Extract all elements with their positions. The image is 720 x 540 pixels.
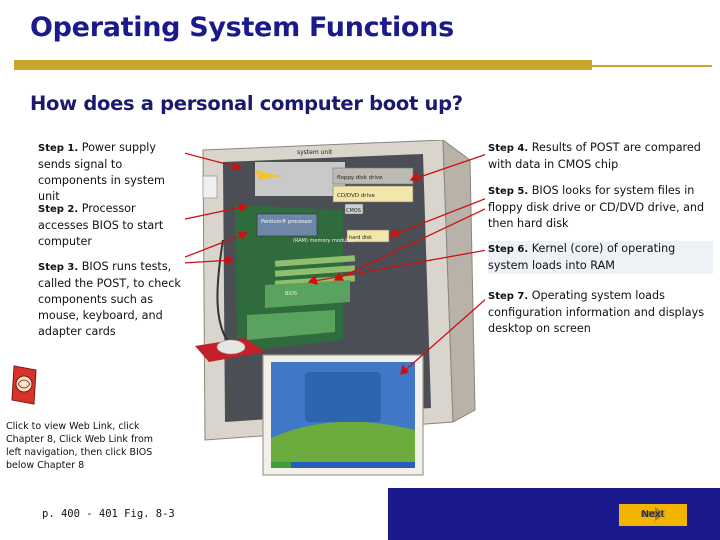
step-7: Step 7. Operating system loads configura… <box>488 289 705 335</box>
label-floppy: floppy disk drive <box>337 175 383 181</box>
step-2: Step 2. Processor accesses BIOS to start… <box>38 202 164 248</box>
next-button[interactable]: Next <box>619 504 687 526</box>
label-system-unit: system unit <box>297 149 333 156</box>
step-5: Step 5. BIOS looks for system files in f… <box>488 184 705 230</box>
label-bios: BIOS <box>285 291 297 297</box>
label-hard-disk: hard disk <box>349 235 372 241</box>
step-1: Step 1. Power supply sends signal to com… <box>38 141 165 203</box>
page-reference: p. 400 - 401 Fig. 8-3 <box>42 508 175 520</box>
web-link-instructions: Click to view Web Link, click Chapter 8,… <box>6 421 154 471</box>
title-rule <box>14 60 592 70</box>
slide-title: Operating System Functions <box>30 12 454 43</box>
next-arrow-icon <box>641 507 665 521</box>
label-cmos: CMOS <box>346 208 361 214</box>
label-processor: Pentium® processor <box>261 218 313 225</box>
step-4: Step 4. Results of POST are compared wit… <box>488 141 701 171</box>
step-3: Step 3. BIOS runs tests, called the POST… <box>38 260 181 338</box>
slide-subtitle: How does a personal computer boot up? <box>30 92 463 115</box>
web-link-icon[interactable] <box>10 364 40 406</box>
step-6: Step 6. Kernel (core) of operating syste… <box>488 241 713 274</box>
computer-boot-illustration: system unit floppy disk drive CD/DVD dri… <box>185 140 485 476</box>
label-ram: (RAM) memory modules <box>293 238 354 244</box>
title-rule-thin <box>592 65 712 67</box>
label-cd-dvd: CD/DVD drive <box>337 193 375 199</box>
